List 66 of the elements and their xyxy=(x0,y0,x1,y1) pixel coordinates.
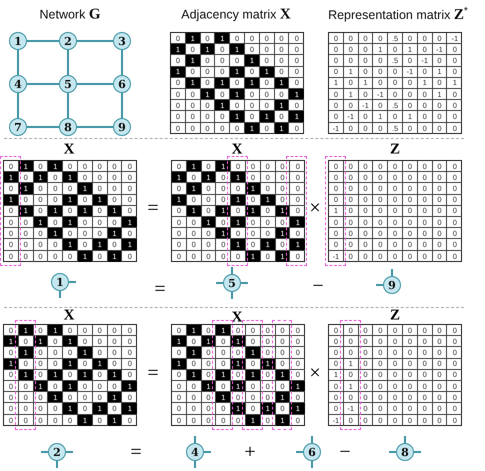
matrix-title: X xyxy=(232,310,242,326)
matrix-title: Z xyxy=(390,142,400,158)
connector-line xyxy=(27,40,59,42)
node-circle: 4 xyxy=(186,443,204,461)
stub-line xyxy=(311,436,313,443)
node-circle: 4 xyxy=(9,75,27,93)
node-circle: 9 xyxy=(383,276,401,294)
matrix-title: X xyxy=(64,142,74,158)
connector-line xyxy=(121,50,123,75)
stub-line xyxy=(414,451,421,453)
stub-line xyxy=(391,269,393,276)
matrix-title: X xyxy=(64,308,74,324)
math-operator: × xyxy=(309,198,321,218)
stub-line xyxy=(241,282,248,284)
node-circle: 6 xyxy=(303,443,321,461)
stub-line xyxy=(404,436,406,443)
stub-line xyxy=(69,281,76,283)
connector-line xyxy=(77,126,113,128)
math-operator: − xyxy=(312,276,324,296)
math-operator: = xyxy=(147,198,159,218)
math-operator: + xyxy=(244,442,256,462)
node-circle: 9 xyxy=(113,118,131,136)
stub-line xyxy=(204,451,211,453)
math-operator: = xyxy=(154,279,166,299)
node-circle: 3 xyxy=(113,32,131,50)
stub-line xyxy=(41,451,48,453)
connector-line xyxy=(121,93,123,118)
connector-line xyxy=(67,50,69,75)
connector-line xyxy=(17,50,19,75)
node-circle: 5 xyxy=(59,75,77,93)
stub-line xyxy=(59,291,61,298)
stub-line xyxy=(231,267,233,274)
heading-text: Representation matrix Z$^{*}$ xyxy=(328,6,468,24)
math-operator: = xyxy=(130,442,142,462)
node-circle: 2 xyxy=(48,443,66,461)
stub-line xyxy=(56,461,58,468)
node-circle: 2 xyxy=(59,32,77,50)
stub-line xyxy=(296,451,303,453)
stub-line xyxy=(66,451,73,453)
stub-line xyxy=(194,461,196,468)
matrix-title: Z xyxy=(390,308,400,324)
stub-line xyxy=(231,292,233,299)
heading-text: Adjacency matrix X xyxy=(181,6,291,24)
connector-line xyxy=(67,93,69,118)
math-operator: − xyxy=(339,442,351,462)
node-circle: 8 xyxy=(59,118,77,136)
node-circle: 1 xyxy=(9,32,27,50)
stub-line xyxy=(311,461,313,468)
math-operator: = xyxy=(147,363,159,383)
stub-line xyxy=(389,451,396,453)
stub-line xyxy=(194,436,196,443)
node-circle: 5 xyxy=(223,274,241,292)
connector-line xyxy=(27,83,59,85)
node-circle: 8 xyxy=(396,443,414,461)
node-circle: 7 xyxy=(9,118,27,136)
connector-line xyxy=(77,40,113,42)
connector-line xyxy=(77,83,113,85)
stub-line xyxy=(376,284,383,286)
connector-line xyxy=(17,93,19,118)
math-operator: × xyxy=(309,363,321,383)
matrix-title: X xyxy=(232,142,242,158)
node-circle: 6 xyxy=(113,75,131,93)
stub-line xyxy=(216,282,223,284)
connector-line xyxy=(27,126,59,128)
heading-text: Network G xyxy=(40,6,100,24)
node-circle: 1 xyxy=(51,273,69,291)
